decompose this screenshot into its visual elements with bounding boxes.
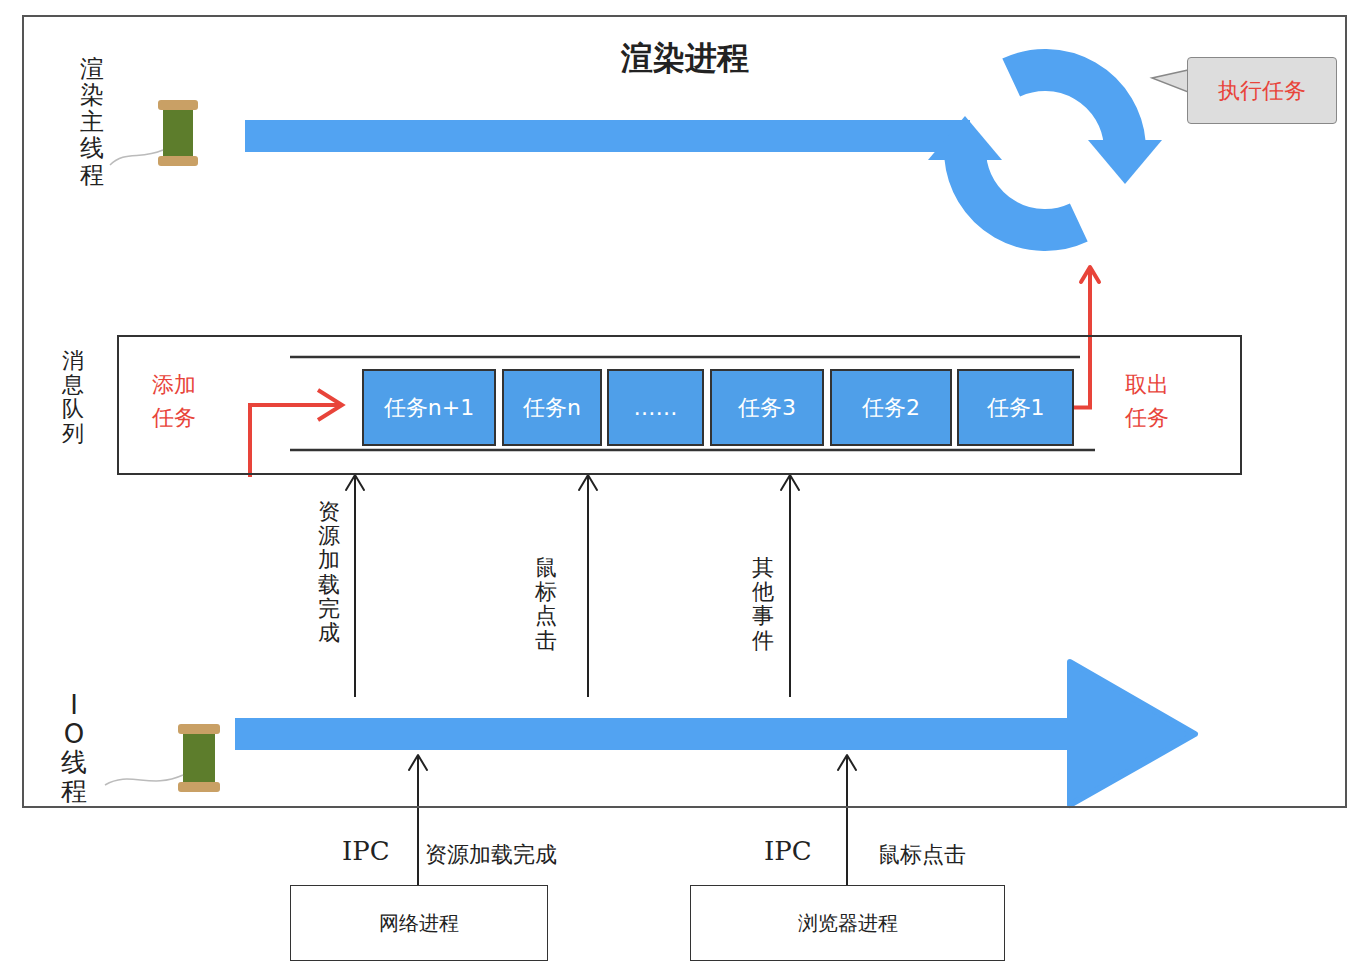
arrowhead	[346, 475, 364, 490]
connector-line	[354, 475, 356, 697]
arrowhead	[579, 475, 597, 490]
task-label: 任务2	[862, 393, 920, 423]
io-thread-arrowhead	[1070, 662, 1195, 805]
process-box: 网络进程	[290, 885, 548, 961]
thread-name: IO线程	[61, 691, 87, 805]
io-thread-band: IO线程	[57, 697, 1202, 755]
note-label: 取出任务	[1125, 368, 1170, 434]
arrowhead	[781, 475, 799, 490]
queue-rail	[290, 356, 1080, 359]
main-thread-bar	[245, 120, 970, 152]
edge-label: 鼠标点击	[535, 556, 557, 653]
connector	[346, 475, 364, 697]
note-label: 鼠标点击	[878, 840, 966, 870]
connector-line	[789, 475, 791, 697]
io-thread-bar	[235, 718, 1095, 750]
edge-label: IPC	[764, 836, 812, 866]
arrowhead	[838, 755, 856, 770]
task-label: 任务n	[523, 393, 581, 423]
connector-line	[417, 755, 419, 885]
task-box: 任务n	[502, 369, 602, 446]
queue-name: 消息队列	[62, 349, 84, 446]
arrowhead	[1081, 267, 1099, 282]
cycle-arrowhead	[1088, 140, 1162, 184]
arrowhead	[409, 755, 427, 770]
cycle-arc	[1011, 70, 1124, 143]
task-box: 任务n+1	[362, 369, 496, 446]
task-label: 任务n+1	[384, 393, 474, 423]
thread-spool	[110, 100, 198, 166]
callout-text: 执行任务	[1218, 76, 1306, 106]
connector	[838, 755, 856, 885]
edge-label: 资源加载完成	[318, 500, 340, 645]
task-label: 任务3	[738, 393, 796, 423]
task-box: ……	[607, 369, 704, 446]
callout-pointer	[1152, 70, 1188, 92]
main-thread-band: 渲染主线程	[62, 42, 1217, 267]
callout-box: 执行任务	[1187, 57, 1337, 124]
queue-rail	[290, 449, 1095, 452]
thread-spool	[105, 724, 220, 792]
process-name: 网络进程	[379, 910, 459, 937]
thread-name: 渲染主线程	[80, 56, 104, 188]
note-label: 资源加载完成	[425, 840, 557, 870]
frame-title: 渲染进程	[24, 37, 1345, 81]
cycle-arrowhead	[928, 116, 1002, 160]
connector	[409, 755, 427, 885]
note-label: 添加任务	[152, 368, 197, 434]
task-box: 任务2	[830, 369, 952, 446]
task-label: ……	[634, 395, 678, 420]
task-label: 任务1	[987, 393, 1045, 423]
add-task-arrowhead	[318, 390, 342, 420]
connector-line	[587, 475, 589, 697]
process-name: 浏览器进程	[798, 910, 898, 937]
connector	[781, 475, 799, 697]
process-box: 浏览器进程	[690, 885, 1005, 961]
cycle-arc	[965, 157, 1079, 230]
edge-label: IPC	[342, 836, 390, 866]
connector	[1074, 267, 1099, 408]
edge-label: 其他事件	[752, 556, 774, 653]
task-box: 任务1	[957, 369, 1074, 446]
connector	[579, 475, 597, 697]
connector-line	[846, 755, 848, 885]
connector-line	[1074, 267, 1090, 408]
queue-box: 消息队列任务n+1任务n……任务3任务2任务1	[117, 335, 1242, 475]
task-box: 任务3	[710, 369, 824, 446]
